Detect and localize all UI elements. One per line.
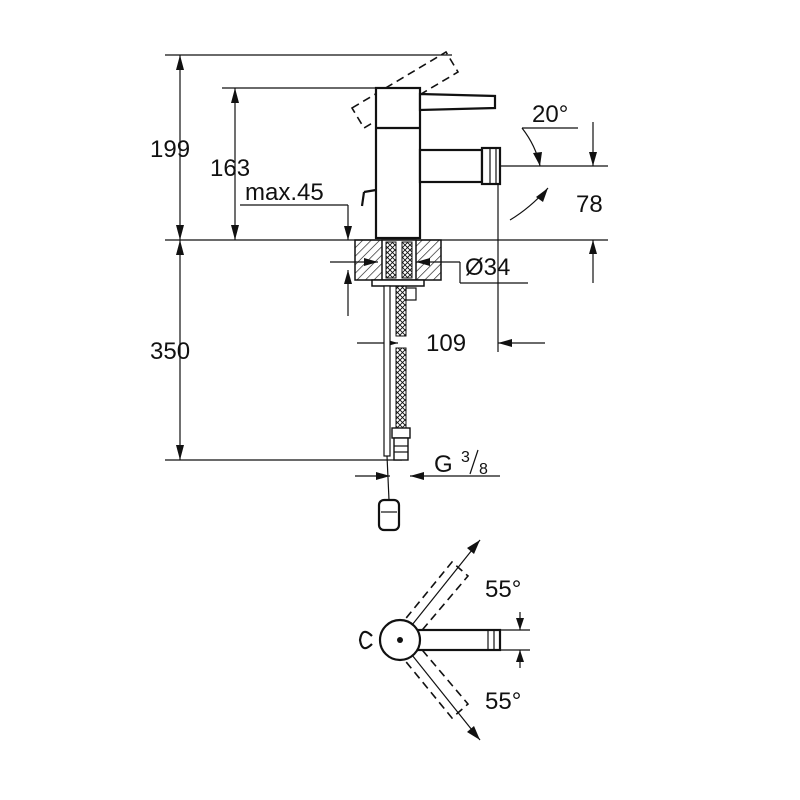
dimension-163 xyxy=(231,88,239,240)
label-thread-numerator: 3 xyxy=(461,449,470,466)
label-78: 78 xyxy=(576,191,603,218)
dimension-20-degree xyxy=(509,127,578,221)
faucet-body xyxy=(360,86,502,240)
dimension-199 xyxy=(176,55,184,240)
pop-up-lever-top xyxy=(358,630,373,650)
handle-open-position xyxy=(350,50,460,130)
thread-fraction-slash xyxy=(469,449,479,475)
body-center-dot xyxy=(397,637,403,643)
popup-rod-knob xyxy=(377,455,401,532)
dimension-350 xyxy=(176,240,184,460)
label-109: 109 xyxy=(426,330,466,357)
deck-section xyxy=(354,239,442,287)
label-350: 350 xyxy=(150,338,190,365)
dimension-109 xyxy=(357,178,545,352)
swivel-angle-line-bottom xyxy=(399,639,481,741)
swivel-angle-line-top xyxy=(399,539,481,641)
dimension-78 xyxy=(589,122,597,283)
top-view xyxy=(358,539,530,741)
label-199: 199 xyxy=(150,136,190,163)
label-163: 163 xyxy=(210,155,250,182)
label-diameter: Ø34 xyxy=(465,254,510,281)
label-thread-denominator: 8 xyxy=(479,461,488,478)
label-55-bottom: 55° xyxy=(485,688,521,715)
label-max45: max.45 xyxy=(245,179,324,206)
side-view xyxy=(165,50,608,532)
label-20-degree: 20° xyxy=(532,101,568,128)
label-55-top: 55° xyxy=(485,576,521,603)
dimension-max45 xyxy=(240,204,352,316)
dimension-thread xyxy=(355,472,500,480)
label-thread-G: G xyxy=(434,451,453,478)
supply-hoses xyxy=(383,285,417,461)
